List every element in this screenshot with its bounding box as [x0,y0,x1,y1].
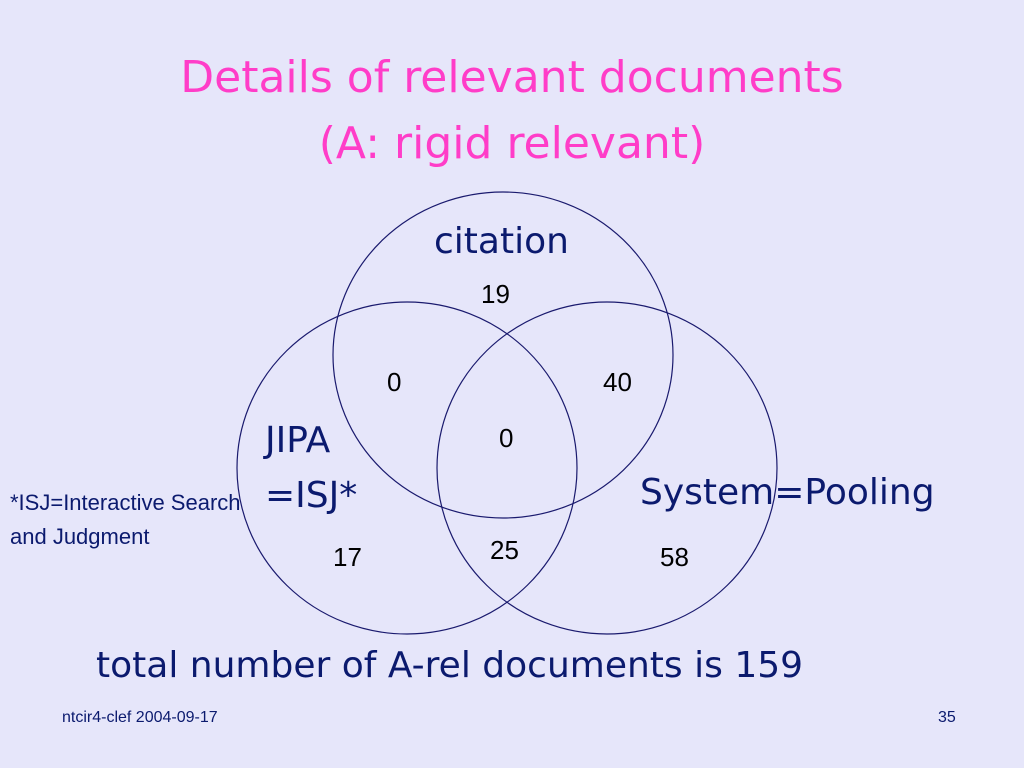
slide-title-line2: (A: rigid relevant) [318,118,706,169]
value-all-three: 0 [499,423,514,453]
footnote-isj: *ISJ=Interactive Search and Judgment [10,490,241,549]
value-citation-only: 19 [481,279,510,309]
total-count-text: total number of A-rel documents is 159 [96,645,804,686]
value-citation-system: 40 [603,367,632,397]
circle-jipa [236,301,578,635]
value-system-only: 58 [660,542,689,572]
footer-left: ntcir4-clef 2004-09-17 [62,709,218,726]
label-jipa-line1: JIPA [265,420,331,461]
value-citation-jipa: 0 [387,367,402,397]
value-jipa-only: 17 [333,542,362,572]
label-citation: citation [434,221,569,262]
value-jipa-system: 25 [490,535,519,565]
slide-title-line1: Details of relevant documents [180,52,844,103]
circle-system [436,301,778,635]
label-jipa-line2: =ISJ* [265,475,358,516]
page-number: 35 [938,709,956,726]
label-system: System=Pooling [640,472,935,513]
circle-citation [332,191,674,519]
